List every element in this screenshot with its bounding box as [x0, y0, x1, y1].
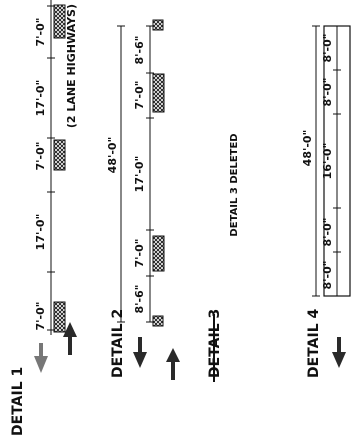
detail-2-block-small-bottom [152, 315, 164, 327]
detail-4: DETAIL 4 48'-0" 8'-0" 8'-0" 16'-0" 8'-0"… [301, 25, 351, 378]
arrow-up-icon [166, 348, 180, 380]
detail-2-overall: 48'-0" [106, 137, 119, 174]
detail-4-overall-dimension [312, 25, 320, 297]
detail-4-label: DETAIL 4 [306, 309, 322, 378]
detail-2-label: DETAIL 2 [110, 309, 126, 378]
detail-2-block-2 [152, 235, 165, 272]
detail-2-block-1 [152, 73, 165, 113]
arrow-down-gray-icon [34, 343, 48, 373]
detail-1-block-3 [53, 301, 66, 333]
detail-4-dim-3: 16'-0" [321, 143, 334, 180]
detail-4-dim-5: 8'-0" [321, 34, 334, 63]
detail-2-dim-5: 8'-6" [133, 36, 146, 65]
detail-2: DETAIL 2 48'-0" 8'-6" 7'-0" [106, 19, 180, 380]
detail-1-dim-5: 7'-0" [34, 18, 47, 47]
detail-2-dim-1: 8'-6" [133, 285, 146, 314]
detail-2-dimension-line [146, 25, 154, 323]
arrow-down-icon [332, 337, 346, 368]
detail-4-dim-2: 8'-0" [321, 218, 334, 247]
detail-2-overall-dimension [117, 25, 125, 323]
detail-1: DETAIL 1 7'-0" 17'-0" 7'-0" 17'-0" 7'-0" [10, 0, 77, 436]
detail-4-dim-1: 8'-0" [321, 261, 334, 290]
detail-2-dim-3: 17'-0" [133, 156, 146, 193]
detail-1-dim-3: 7'-0" [34, 142, 47, 171]
detail-1-dim-1: 7'-0" [34, 302, 47, 331]
detail-1-block-1 [53, 4, 66, 39]
detail-1-dim-4: 17'-0" [34, 80, 47, 117]
arrow-down-icon [133, 337, 147, 368]
detail-1-block-2 [53, 139, 66, 171]
detail-3: DETAIL 3 DETAIL 3 DELETED [207, 133, 240, 382]
detail-2-dim-2: 7'-0" [133, 239, 146, 268]
detail-1-label: DETAIL 1 [10, 367, 26, 436]
detail-1-dim-2: 17'-0" [34, 214, 47, 251]
detail-4-overall: 48'-0" [301, 130, 314, 167]
detail-2-dim-4: 7'-0" [133, 81, 146, 110]
arrow-up-icon [63, 322, 77, 355]
detail-4-dim-4: 8'-0" [321, 78, 334, 107]
detail-3-note: DETAIL 3 DELETED [229, 133, 240, 236]
detail-4-ticks [333, 25, 341, 297]
header-fragment: (2 LANE HIGHWAYS) [65, 4, 78, 128]
detail-2-block-small-top [152, 19, 164, 31]
